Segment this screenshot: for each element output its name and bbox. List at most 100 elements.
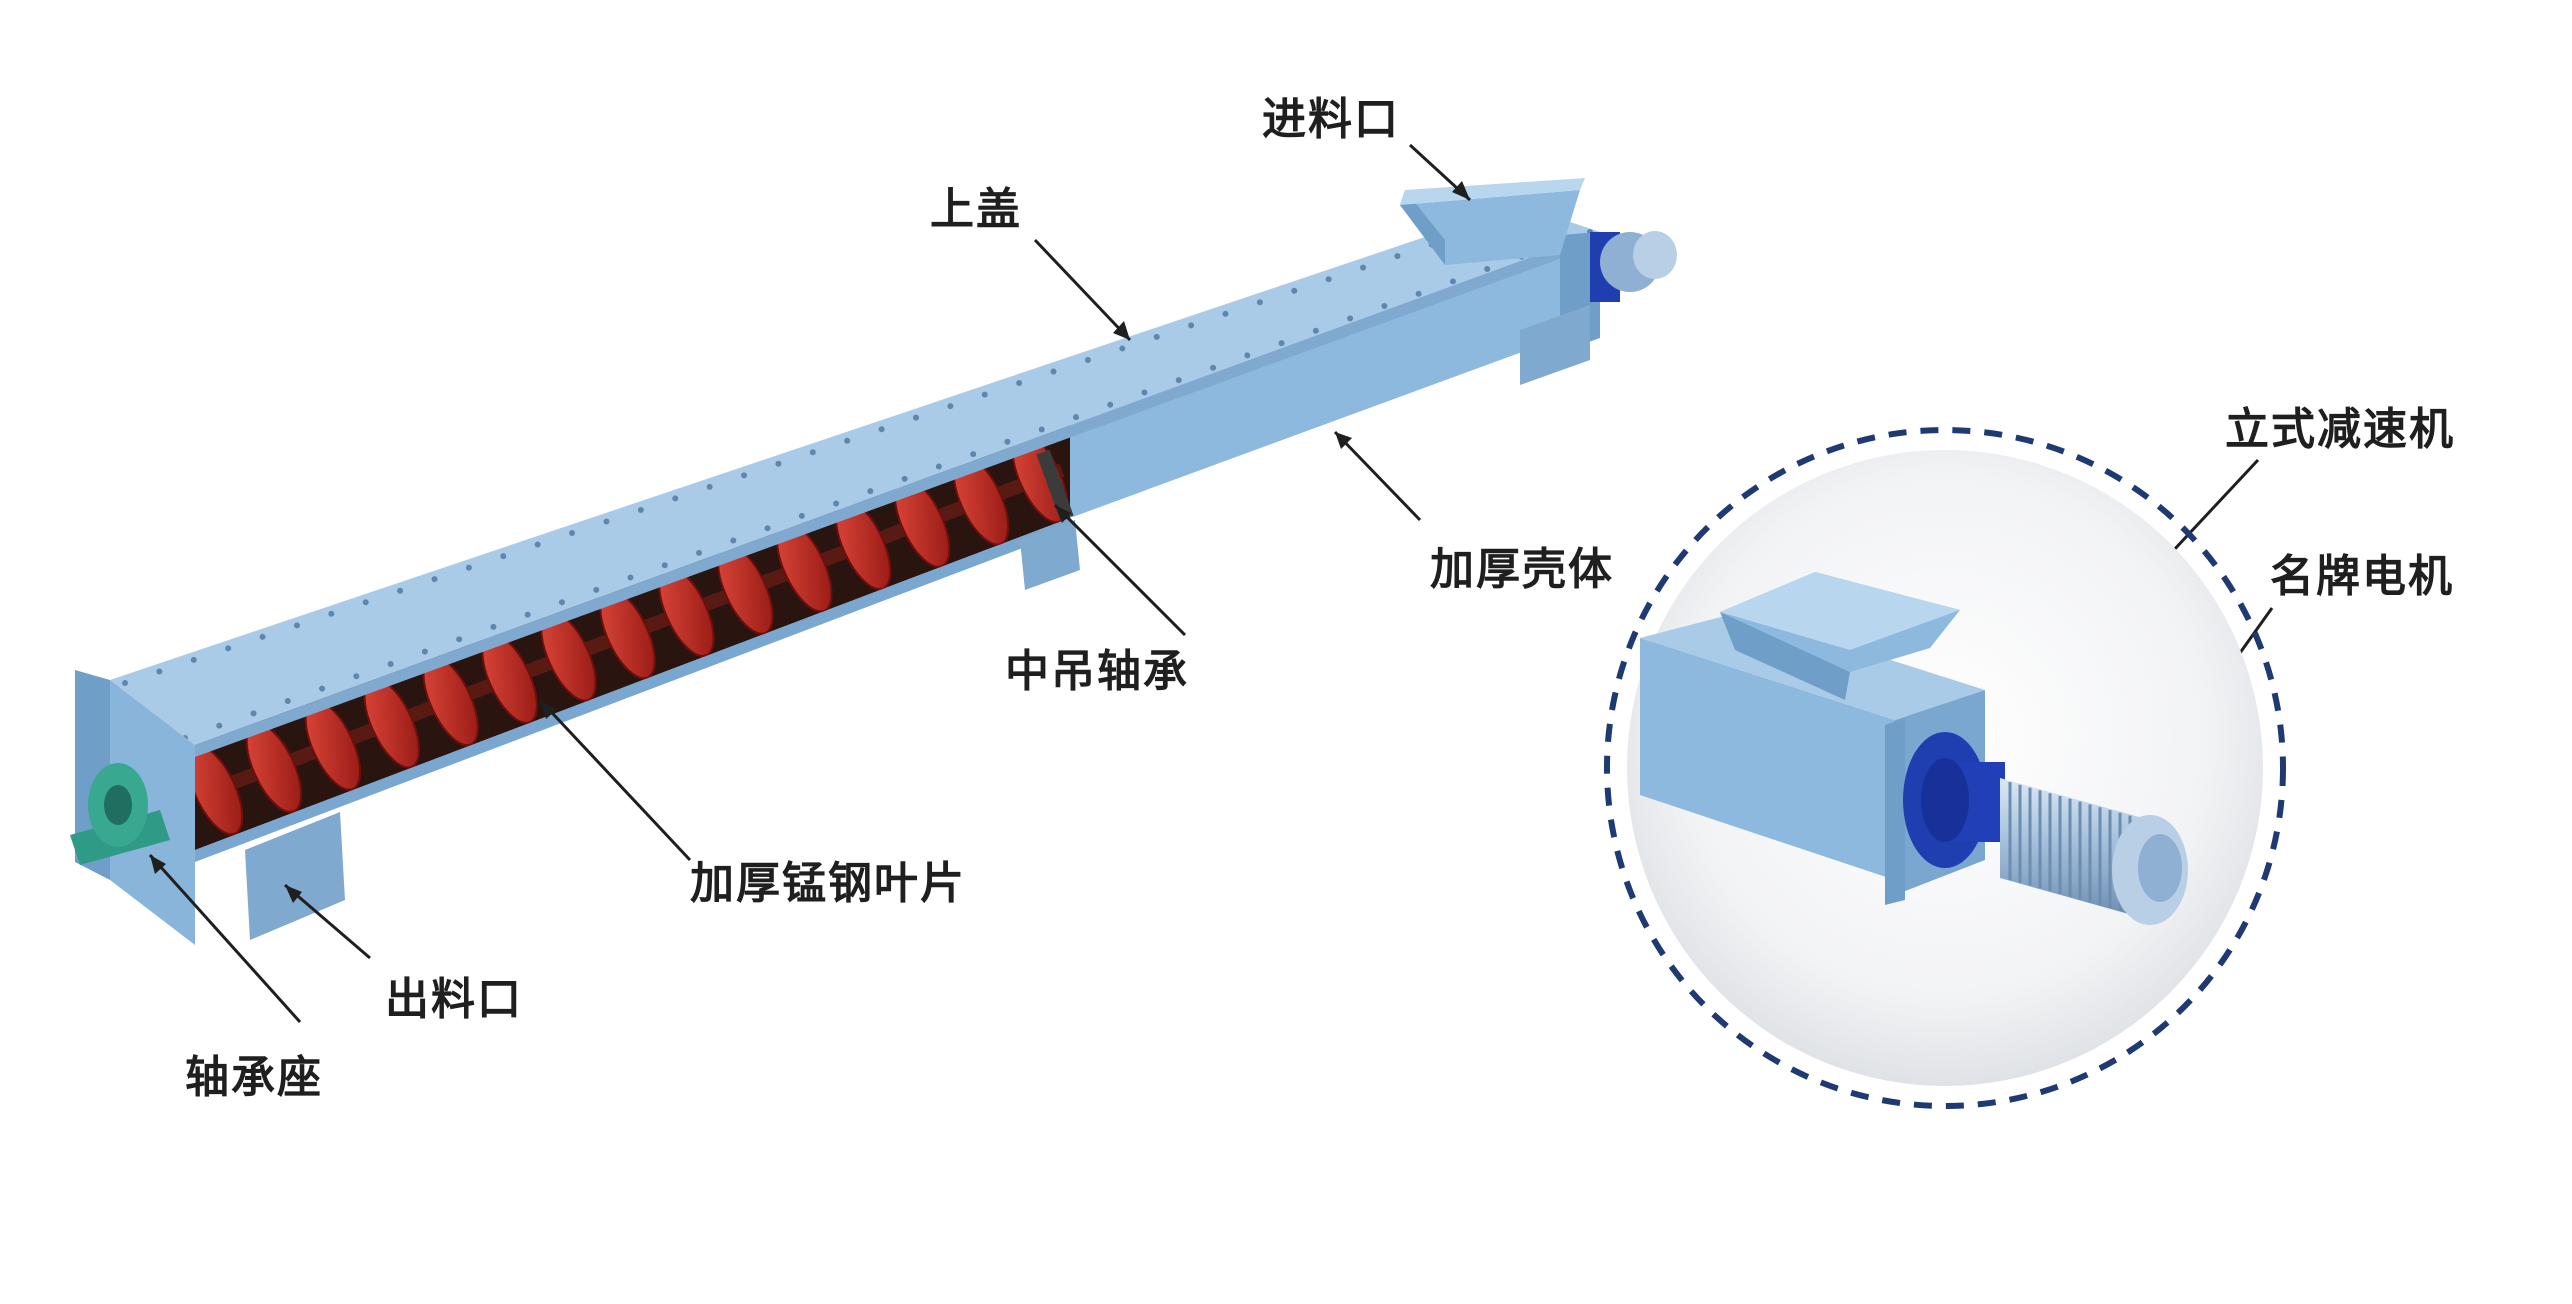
front-side-wall	[1070, 235, 1560, 518]
bolt	[500, 553, 507, 560]
bolt	[741, 472, 748, 479]
bolt	[284, 697, 291, 704]
inset-brand-motor	[2000, 778, 2188, 925]
bolt	[1210, 364, 1217, 371]
bolt	[764, 525, 771, 532]
bolt	[1325, 276, 1332, 283]
inlet-hopper	[1400, 178, 1585, 265]
bolt	[935, 463, 942, 470]
bolt	[637, 506, 644, 513]
bearing-seat-block	[70, 763, 170, 865]
bolt	[1415, 290, 1422, 297]
bolt	[397, 587, 404, 594]
arrow-inlet	[1452, 181, 1470, 200]
callout-line-top-cover	[1033, 238, 1132, 342]
middle-leg	[1020, 520, 1080, 590]
bolt	[1119, 345, 1126, 352]
bolt	[456, 636, 463, 643]
bolt	[319, 685, 326, 692]
bolt	[809, 449, 816, 456]
bolt	[1360, 264, 1367, 271]
bolt	[1484, 266, 1491, 273]
bolt	[1016, 380, 1023, 387]
bolt	[706, 483, 713, 490]
label-thick-blades: 加厚锰钢叶片	[690, 858, 966, 909]
manganese-steel-blades	[186, 432, 1069, 836]
arrow-outlet	[285, 885, 302, 903]
bolt	[558, 599, 565, 606]
bolt	[216, 722, 223, 729]
bolt	[867, 488, 874, 495]
bolt	[730, 537, 737, 544]
bolt	[1004, 438, 1011, 445]
bolt	[696, 549, 703, 556]
detail-inset	[1604, 427, 2286, 1109]
label-vertical-reducer: 立式减速机	[2225, 404, 2455, 455]
bolt	[1072, 414, 1079, 421]
outlet-leg	[245, 812, 345, 940]
bolt	[1175, 377, 1182, 384]
bolt	[1291, 287, 1298, 294]
callout-line-blades	[538, 698, 692, 862]
conveyor-body	[70, 178, 1677, 945]
bolt	[661, 562, 668, 569]
bolt	[1050, 368, 1057, 375]
bolt	[1278, 340, 1285, 347]
bolt	[798, 512, 805, 519]
bolt	[353, 673, 360, 680]
bolt	[569, 530, 576, 537]
bolt	[775, 460, 782, 467]
bolt	[190, 656, 197, 663]
bolt	[1107, 401, 1114, 408]
bolt	[878, 426, 885, 433]
lower-rim	[195, 518, 1070, 862]
bolt	[947, 403, 954, 410]
bolt	[1256, 299, 1263, 306]
label-inlet: 进料口	[1262, 94, 1400, 145]
end-leg	[1520, 305, 1590, 385]
bolt	[1038, 426, 1045, 433]
arrow-blades	[540, 700, 557, 719]
label-bearing-seat: 轴承座	[185, 1052, 323, 1103]
top-cover-edge	[195, 232, 1600, 757]
arrow-top-cover	[1113, 321, 1130, 340]
bolt	[387, 660, 394, 667]
bolt	[362, 599, 369, 606]
bolt	[250, 710, 257, 717]
label-brand-motor: 名牌电机	[2270, 551, 2454, 602]
bolt	[844, 437, 851, 444]
inset-hopper-left	[1720, 612, 1850, 700]
bolt	[534, 541, 541, 548]
bolt	[1188, 322, 1195, 329]
bolt	[672, 495, 679, 502]
bolt	[225, 645, 232, 652]
arrow-bearing	[150, 855, 166, 874]
bolt	[465, 564, 472, 571]
bolt	[981, 391, 988, 398]
bolt	[627, 574, 634, 581]
bolt	[1381, 303, 1388, 310]
bolt	[524, 611, 531, 618]
label-outlet: 出料口	[385, 974, 523, 1025]
inset-end-flange	[1885, 718, 1905, 905]
label-thick-shell: 加厚壳体	[1430, 544, 1614, 595]
bolt	[1141, 389, 1148, 396]
label-middle-hanger: 中吊轴承	[1005, 646, 1189, 697]
top-cover-plate	[110, 205, 1600, 745]
bolt	[156, 668, 163, 675]
bolt	[1312, 327, 1319, 334]
callout-line-bearing	[148, 853, 302, 1024]
bolt	[970, 451, 977, 458]
bolt	[1449, 278, 1456, 285]
callout-line-hanger	[1053, 503, 1187, 637]
inset-vertical-reducer	[1903, 732, 2005, 868]
bolt	[1394, 253, 1401, 260]
bolt	[122, 680, 128, 686]
bolt	[833, 500, 840, 507]
bolt	[1084, 356, 1091, 363]
bolt	[593, 586, 600, 593]
bolt	[603, 518, 610, 525]
bolt	[901, 475, 908, 482]
bolt	[259, 633, 266, 640]
